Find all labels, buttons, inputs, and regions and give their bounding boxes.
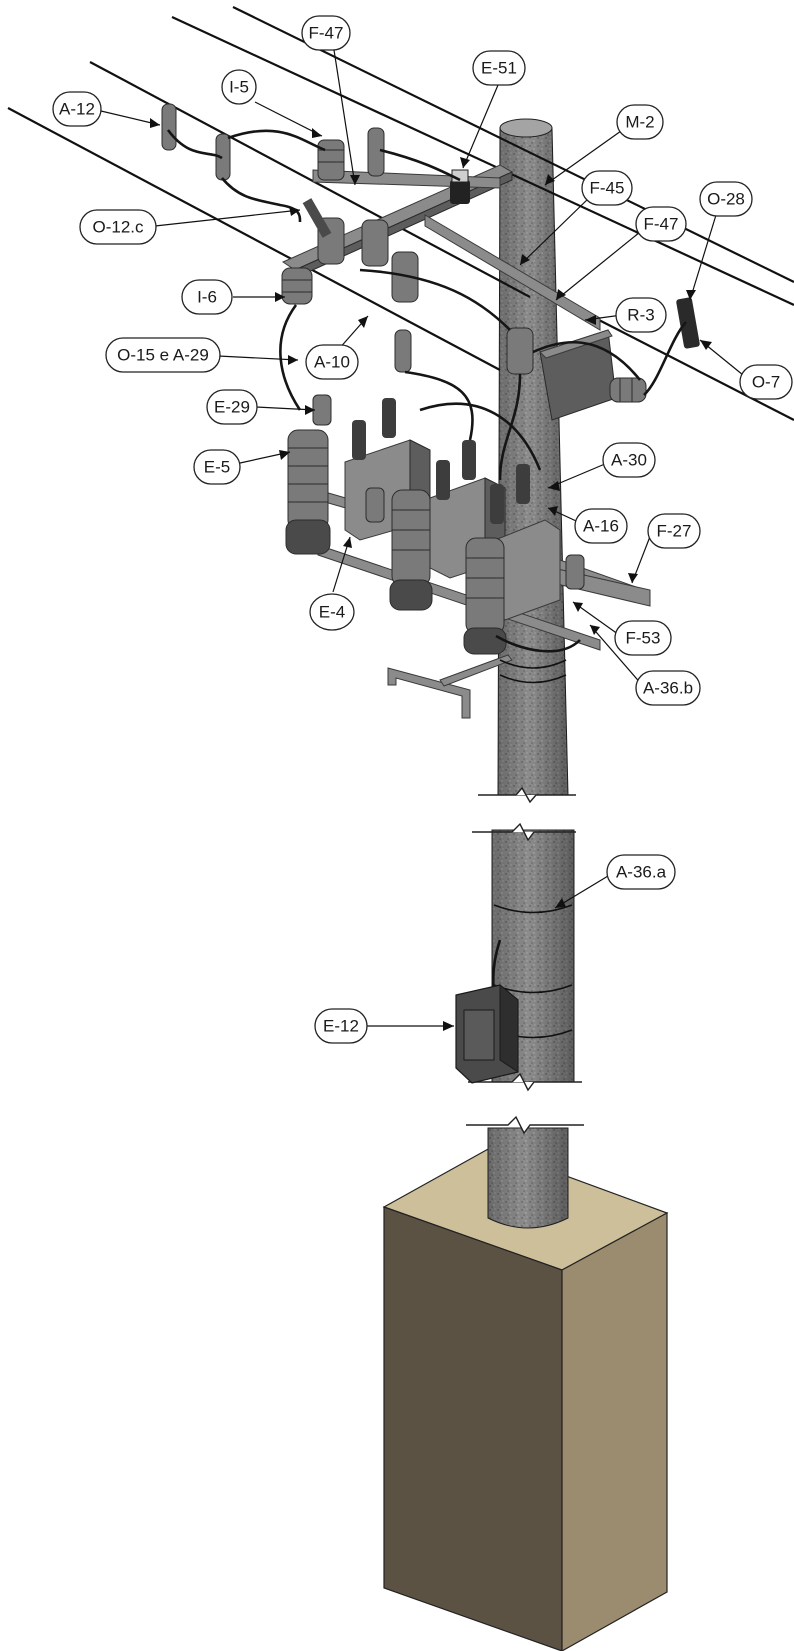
foundation-left-face bbox=[383, 1206, 563, 1651]
callout-i6: I-6 bbox=[181, 279, 233, 315]
callout-a30: A-30 bbox=[602, 442, 656, 478]
callout-label: I-6 bbox=[197, 288, 217, 307]
callout-i5: I-5 bbox=[221, 69, 257, 105]
callout-f47-top: F-47 bbox=[301, 15, 351, 51]
callout-label: A-10 bbox=[314, 353, 350, 372]
transformer-bank bbox=[285, 394, 585, 655]
callout-r3: R-3 bbox=[615, 297, 667, 333]
leader-lines bbox=[100, 49, 744, 1027]
fuse-cutout-3 bbox=[506, 327, 534, 375]
callout-e5: E-5 bbox=[193, 449, 241, 485]
callout-e4: E-4 bbox=[309, 593, 355, 631]
fuse-cutout-1 bbox=[302, 198, 345, 265]
callout-label: A-36.a bbox=[616, 863, 667, 882]
callout-label: E-4 bbox=[319, 603, 345, 622]
foundation-right-face bbox=[561, 1211, 668, 1651]
callout-label: F-45 bbox=[590, 179, 625, 198]
callout-label: F-27 bbox=[657, 522, 692, 541]
callout-o15-a29: O-15 e A-29 bbox=[105, 337, 221, 373]
callout-f27: F-27 bbox=[647, 513, 701, 549]
callout-o28: O-28 bbox=[699, 181, 753, 217]
callout-f47-right: F-47 bbox=[635, 206, 687, 242]
callout-m2: M-2 bbox=[616, 104, 664, 140]
arrester-e5 bbox=[285, 429, 331, 555]
callout-label: O-12.c bbox=[92, 218, 144, 237]
arrester-f53 bbox=[565, 554, 585, 590]
callout-e29: E-29 bbox=[206, 389, 258, 425]
connector-o28 bbox=[676, 297, 700, 349]
callout-o7: O-7 bbox=[739, 364, 793, 400]
callout-label: O-7 bbox=[752, 373, 780, 392]
callout-label: F-47 bbox=[644, 215, 679, 234]
callout-label: E-51 bbox=[481, 59, 517, 78]
callout-a16: A-16 bbox=[574, 508, 628, 544]
regulator-r3 bbox=[539, 329, 647, 421]
insulator-a10 bbox=[394, 329, 412, 373]
callout-label: E-29 bbox=[214, 398, 250, 417]
callout-a10: A-10 bbox=[305, 344, 359, 380]
insulator-i6 bbox=[281, 267, 313, 305]
callout-f45: F-45 bbox=[581, 170, 633, 206]
callout-e12: E-12 bbox=[314, 1008, 368, 1044]
insulator-a12-1 bbox=[161, 103, 177, 151]
callout-label: F-47 bbox=[309, 24, 344, 43]
arrester-e51 bbox=[450, 169, 470, 204]
callout-label: O-28 bbox=[707, 190, 745, 209]
callout-a36a: A-36.a bbox=[606, 854, 676, 890]
callout-f53: F-53 bbox=[614, 620, 672, 656]
pole-top-cap bbox=[499, 118, 553, 138]
callout-label: R-3 bbox=[627, 306, 654, 325]
callout-label: A-12 bbox=[59, 100, 95, 119]
arrester-e4 bbox=[365, 487, 385, 523]
meter-box-e12 bbox=[455, 983, 519, 1084]
insulator-top-right bbox=[367, 127, 385, 177]
callout-e51: E-51 bbox=[472, 50, 526, 86]
callout-label: E-12 bbox=[323, 1017, 359, 1036]
overhead-conductors bbox=[7, 6, 794, 421]
callout-a36b: A-36.b bbox=[635, 670, 701, 706]
leader-arrowheads bbox=[150, 118, 712, 1031]
callout-label: A-16 bbox=[583, 517, 619, 536]
bushing-right bbox=[609, 377, 647, 403]
insulator-i5 bbox=[317, 139, 345, 181]
bushings bbox=[352, 398, 530, 524]
break-lines bbox=[466, 786, 584, 1135]
callout-label: O-15 e A-29 bbox=[117, 346, 209, 365]
callout-o12c: O-12.c bbox=[79, 209, 157, 245]
callout-label: E-5 bbox=[204, 458, 230, 477]
callout-a12: A-12 bbox=[52, 91, 102, 127]
crossarm-lower-right bbox=[424, 214, 601, 331]
arrester-column-2 bbox=[389, 489, 433, 611]
bottom-bracket bbox=[387, 667, 471, 719]
fuse-cutout-2 bbox=[361, 219, 419, 303]
callout-label: A-30 bbox=[611, 451, 647, 470]
jumper-cables bbox=[166, 129, 687, 1011]
callout-label: F-53 bbox=[626, 629, 661, 648]
arrester-e29 bbox=[312, 394, 332, 426]
concrete-foundation bbox=[382, 1147, 669, 1651]
callout-label: A-36.b bbox=[643, 679, 693, 698]
callout-label: I-5 bbox=[229, 78, 249, 97]
callout-label: M-2 bbox=[625, 113, 654, 132]
